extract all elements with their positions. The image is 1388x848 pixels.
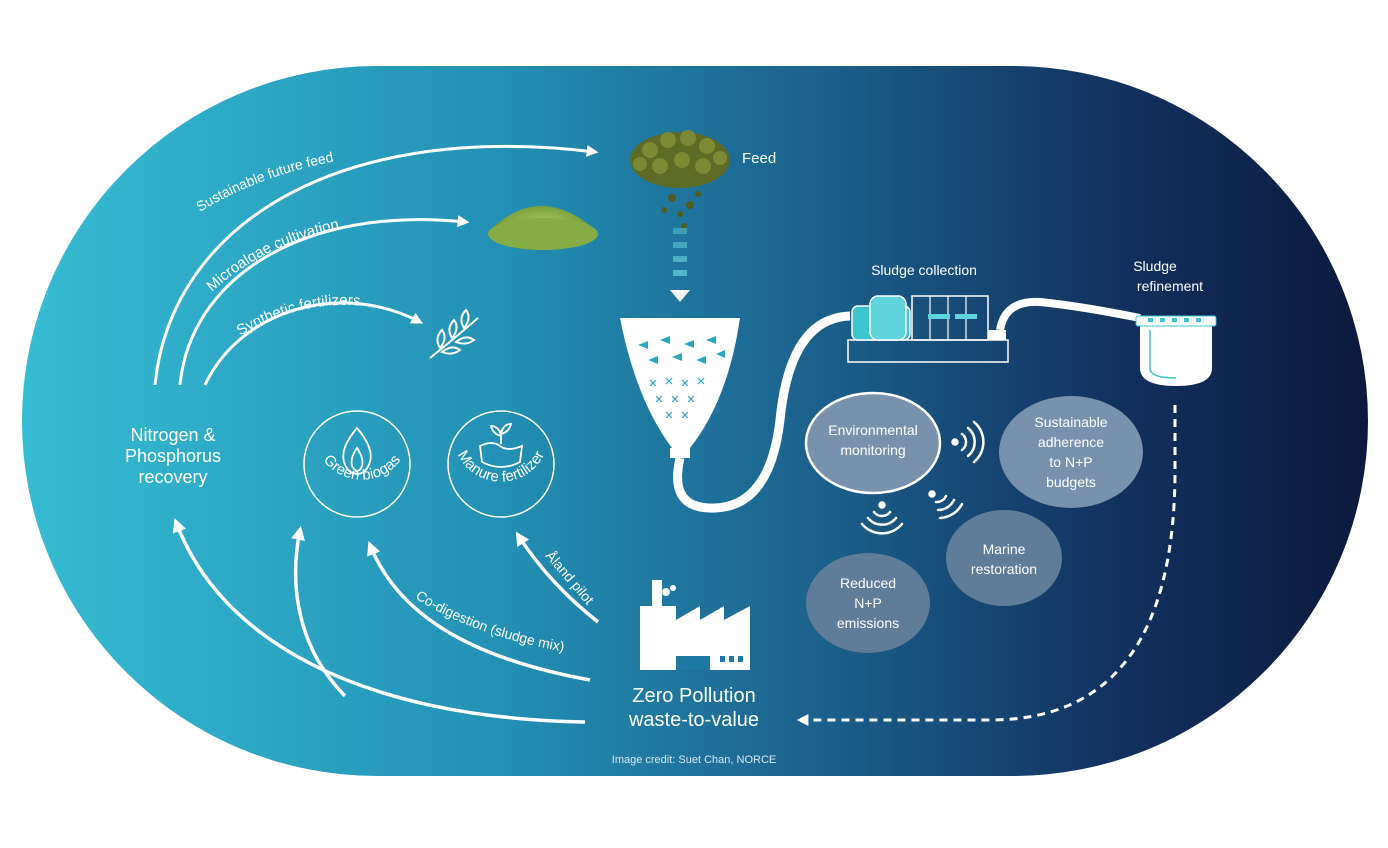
adherence-bubble: Sustainable adherence to N+P budgets: [999, 396, 1143, 508]
svg-text:to N+P: to N+P: [1049, 454, 1092, 470]
feed-drop-arrow: [670, 228, 690, 302]
svg-text:monitoring: monitoring: [840, 442, 905, 458]
svg-text:Sustainable: Sustainable: [1034, 414, 1107, 430]
refinement-tank-icon: [1135, 315, 1217, 386]
marine-restoration-bubble: Marine restoration: [946, 510, 1062, 606]
fish-cage-icon: [620, 318, 740, 458]
svg-text:Environmental: Environmental: [828, 422, 918, 438]
return-arrow-biogas-1: [291, 525, 347, 698]
wireless-signal-icon: [928, 490, 964, 520]
plant-sprig-icon: [429, 308, 479, 359]
refinement-pipe: [996, 297, 1141, 331]
svg-text:Marine: Marine: [983, 541, 1026, 557]
return-arrow-recovery: [172, 518, 586, 724]
sludge-collection-label: Sludge collection: [871, 262, 977, 278]
sludge-collection-plant-icon: [847, 295, 1009, 363]
sustainable-feed-arrow: [153, 144, 599, 386]
wireless-signal-icon: [860, 501, 904, 535]
factory-icon: [640, 580, 750, 670]
manure-sprout-icon: [479, 423, 524, 468]
sludge-refinement-label-1: Sludge: [1133, 258, 1177, 274]
feed-label: Feed: [742, 150, 776, 167]
svg-text:N+P: N+P: [854, 595, 882, 611]
return-arrow-biogas-2: [367, 541, 591, 682]
environmental-monitoring-bubble: Environmental monitoring: [804, 391, 942, 495]
feed-pellets-icon: [630, 130, 730, 229]
microalgae-arrow: [178, 215, 470, 386]
svg-text:emissions: emissions: [837, 615, 899, 631]
svg-text:Reduced: Reduced: [840, 575, 896, 591]
zero-pollution-label-1: Zero Pollution: [632, 685, 755, 707]
zero-pollution-label-2: waste-to-value: [628, 709, 759, 731]
svg-text:adherence: adherence: [1038, 434, 1104, 450]
sludge-pipe: [673, 311, 851, 513]
sludge-refinement-label-2: refinement: [1137, 278, 1203, 294]
synthetic-fertilizers-arrow: [203, 301, 424, 386]
wireless-signal-icon: [951, 420, 985, 464]
reduced-emissions-bubble: Reduced N+P emissions: [806, 553, 930, 653]
return-arrow-manure: [515, 531, 600, 624]
recovery-label-3: recovery: [138, 467, 207, 487]
recovery-label-2: Phosphorus: [125, 446, 221, 466]
svg-text:restoration: restoration: [971, 561, 1037, 577]
recovery-label-1: Nitrogen &: [130, 425, 215, 445]
image-credit: Image credit: Suet Chan, NORCE: [612, 754, 776, 766]
biogas-flame-icon: [342, 426, 372, 475]
microalgae-powder-icon: [488, 206, 598, 250]
svg-text:budgets: budgets: [1046, 474, 1096, 490]
return-dashed-arrow: [796, 405, 1177, 726]
